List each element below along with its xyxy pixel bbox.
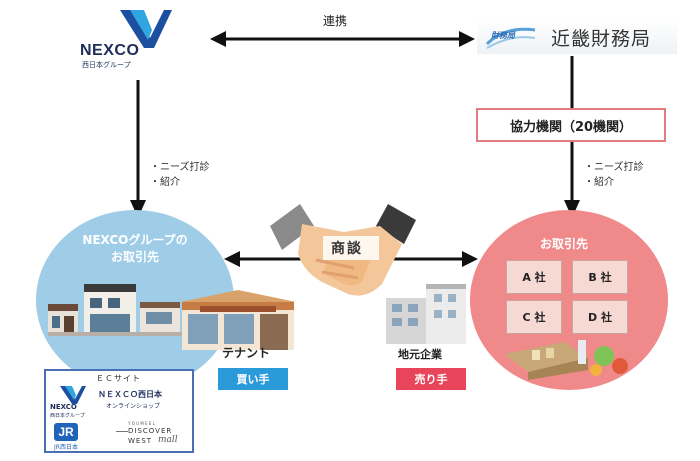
link-double-arrow: [210, 31, 475, 47]
buyer-badge: 買い手: [218, 368, 288, 390]
nexco-v-mark-icon: [120, 10, 172, 48]
right-circle-title: お取引先: [540, 237, 589, 251]
discover-script: mall: [158, 435, 178, 445]
products-icon: [504, 340, 628, 380]
discover-top: Y O U M E E L: [128, 421, 155, 426]
right-upper-arrow-line: [570, 56, 574, 108]
ec-nexco-sub: 西日本グループ: [50, 413, 85, 419]
negotiation-label: 商談: [331, 241, 363, 257]
kinki-title: 近畿財務局: [551, 28, 652, 50]
jr-logo-icon: JR: [54, 423, 78, 441]
ec-nexco-mark-icon: [60, 386, 86, 404]
ec-nexco-shop-line1: ＮＥＸＣＯ西日本: [98, 390, 162, 399]
kinki-logo-area: 財務局 近畿財務局: [477, 20, 677, 54]
local-company-label: 地元企業: [398, 348, 442, 361]
company-a: A 社: [506, 260, 562, 294]
right-bullet-intro: ・紹介: [584, 177, 614, 188]
right-bullet-needs: ・ニーズ打診: [584, 162, 644, 173]
ec-nexco-shop-line2: オンラインショップ: [106, 403, 161, 410]
right-down-arrow: [564, 142, 580, 218]
tenant-label: テナント: [222, 346, 271, 360]
right-bullets: ・ニーズ打診 ・紹介: [584, 160, 644, 190]
negotiation-label-box: [323, 236, 379, 260]
left-bullets: ・ニーズ打診 ・紹介: [150, 160, 210, 190]
company-b: B 社: [572, 260, 628, 294]
tenant-building: [180, 290, 296, 350]
ec-nexco-wordmark: NEXCO: [50, 403, 77, 411]
link-label: 連携: [323, 14, 348, 28]
kinki-emblem-icon: [485, 27, 536, 49]
coop-box: 協力機関（20機関）: [476, 108, 666, 142]
company-d: D 社: [572, 300, 628, 334]
jr-subtitle: JR西日本: [54, 444, 78, 451]
nexco-wordmark: NEXCO: [80, 42, 140, 59]
discover-line1: DISCOVER: [128, 427, 173, 435]
ec-site-box: ＥＣサイト NEXCO 西日本グループ ＮＥＸＣＯ西日本 オンラインショップ J…: [44, 369, 194, 453]
left-bullet-needs: ・ニーズ打診: [150, 162, 210, 173]
left-bullet-intro: ・紹介: [150, 177, 180, 188]
discover-underline: [116, 431, 128, 432]
local-company-building: [386, 284, 466, 344]
nexco-logo: NEXCO 西日本グループ: [78, 8, 198, 69]
company-c: C 社: [506, 300, 562, 334]
ec-site-title: ＥＣサイト: [96, 374, 141, 383]
left-circle-title: NEXCOグループの お取引先: [82, 233, 188, 264]
left-down-arrow: [130, 80, 146, 218]
kinki-mark-text: 財務局: [491, 31, 515, 40]
seller-badge: 売り手: [396, 368, 466, 390]
discover-line2: WEST: [128, 437, 153, 445]
nexco-subtitle: 西日本グループ: [82, 61, 131, 69]
service-area-buildings: [48, 284, 184, 336]
